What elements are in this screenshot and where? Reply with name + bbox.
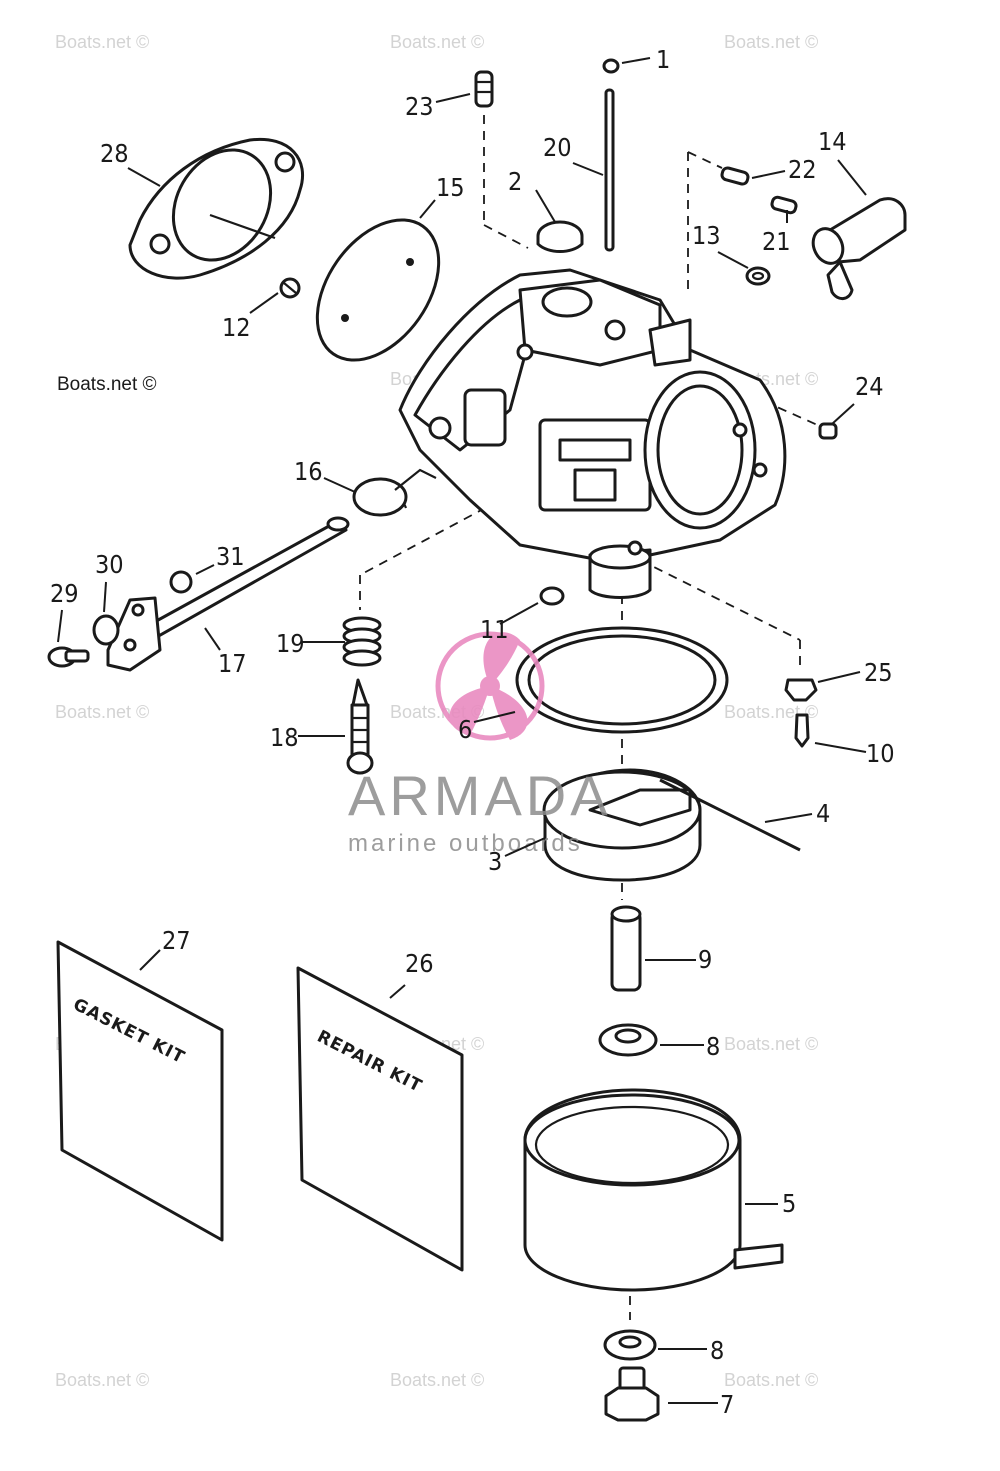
float-bowl-5 xyxy=(523,1088,784,1292)
callout-6: 6 xyxy=(458,715,472,744)
screw-22 xyxy=(720,166,750,186)
watermark: Boats.net © xyxy=(55,702,149,722)
callout-23: 23 xyxy=(405,92,434,121)
leader-lines xyxy=(57,57,867,1404)
screw-29 xyxy=(47,646,90,668)
watermark: Boats.net © xyxy=(55,32,149,52)
callout-16: 16 xyxy=(294,457,323,486)
callout-7: 7 xyxy=(720,1390,734,1419)
diaphragm-15 xyxy=(315,218,441,362)
carburetor-body xyxy=(398,268,787,599)
callout-8-lower: 8 xyxy=(710,1336,724,1365)
watermark: Boats.net © xyxy=(55,1370,149,1390)
watermark: Boats.net © xyxy=(724,32,818,52)
gasket-kit-27: GASKET KIT xyxy=(56,940,224,1242)
callout-24: 24 xyxy=(855,372,884,401)
plug-2 xyxy=(536,220,584,253)
rod-20 xyxy=(604,88,615,252)
callout-9: 9 xyxy=(698,945,712,974)
callout-21: 21 xyxy=(762,227,791,256)
callout-4: 4 xyxy=(816,799,830,828)
watermark: Boats.net © xyxy=(724,1034,818,1054)
callout-13: 13 xyxy=(692,221,721,250)
pin-4 xyxy=(659,778,801,852)
callout-15: 15 xyxy=(436,173,465,202)
watermark-prominent: Boats.net © xyxy=(57,374,157,395)
ball-1 xyxy=(602,58,620,74)
washer-8-upper xyxy=(598,1023,658,1057)
callout-22: 22 xyxy=(788,155,817,184)
callout-25: 25 xyxy=(864,658,893,687)
callout-19: 19 xyxy=(276,629,305,658)
fuel-fitting-14 xyxy=(811,197,907,300)
seat-25 xyxy=(784,678,818,702)
callout-labels: 1 2 3 4 5 6 7 8 8 9 10 11 12 13 14 15 16… xyxy=(50,45,895,1419)
callout-8-upper: 8 xyxy=(706,1032,720,1061)
needle-screw-18 xyxy=(346,678,374,775)
washer-13 xyxy=(745,266,771,286)
callout-5: 5 xyxy=(782,1189,796,1218)
needle-10 xyxy=(794,713,810,748)
flange-gasket-28 xyxy=(128,137,305,280)
watermark: Boats.net © xyxy=(724,1370,818,1390)
bowl-gasket-6 xyxy=(515,626,729,734)
callout-31: 31 xyxy=(216,542,245,571)
drain-plug-7 xyxy=(604,1366,660,1422)
jet-23 xyxy=(474,70,494,108)
callout-20: 20 xyxy=(543,133,572,162)
float-3 xyxy=(542,768,702,882)
brand-tagline: marine outboards xyxy=(348,830,583,857)
plug-24 xyxy=(818,422,838,440)
callout-11: 11 xyxy=(480,615,509,644)
nut-31 xyxy=(169,570,193,594)
watermark: Boats.net © xyxy=(390,32,484,52)
repair-kit-26: REPAIR KIT xyxy=(296,966,464,1272)
washer-8-lower xyxy=(603,1329,657,1361)
callout-1: 1 xyxy=(656,45,670,74)
callout-14: 14 xyxy=(818,127,847,156)
screw-12 xyxy=(279,277,301,299)
armada-logo xyxy=(435,631,545,741)
watermark: Boats.net © xyxy=(724,702,818,722)
callout-30: 30 xyxy=(95,550,124,579)
callout-18: 18 xyxy=(270,723,299,752)
screw-11 xyxy=(539,586,565,606)
callout-27: 27 xyxy=(162,926,191,955)
callout-2: 2 xyxy=(508,167,522,196)
screw-21 xyxy=(770,195,798,215)
bushing-30 xyxy=(92,614,120,646)
callout-28: 28 xyxy=(100,139,129,168)
callout-29: 29 xyxy=(50,579,79,608)
brand-name: ARMADA xyxy=(348,764,612,827)
callout-17: 17 xyxy=(218,649,247,678)
shaft-17 xyxy=(106,516,350,672)
spring-16 xyxy=(352,468,437,517)
callout-10: 10 xyxy=(866,739,895,768)
callout-12: 12 xyxy=(222,313,251,342)
spring-19 xyxy=(342,616,382,667)
callout-26: 26 xyxy=(405,949,434,978)
watermark: Boats.net © xyxy=(390,1370,484,1390)
nozzle-9 xyxy=(610,905,642,992)
callout-3: 3 xyxy=(488,847,502,876)
